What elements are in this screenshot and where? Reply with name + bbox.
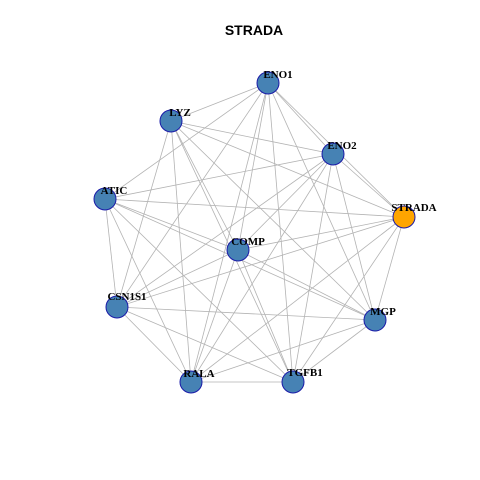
- edge-atic-comp: [104, 198, 239, 251]
- node-label-eno1: ENO1: [263, 69, 292, 81]
- edge-strada-comp: [237, 216, 405, 251]
- edge-strada-mgp: [374, 216, 405, 321]
- edge-lyz-rala: [170, 120, 192, 383]
- edge-eno1-eno2: [267, 82, 334, 155]
- node-lyz[interactable]: [159, 109, 183, 133]
- edge-eno2-csn1s1: [116, 153, 334, 308]
- edge-comp-rala: [190, 249, 239, 383]
- node-comp[interactable]: [226, 238, 250, 262]
- node-label-csn1s1: CSN1S1: [107, 291, 146, 303]
- edge-atic-strada: [104, 198, 405, 218]
- edge-comp-csn1s1: [116, 249, 239, 308]
- edge-layer: [104, 82, 405, 383]
- edge-eno1-rala: [190, 82, 269, 383]
- edge-comp-mgp: [237, 249, 376, 321]
- edge-eno1-mgp: [267, 82, 376, 321]
- edge-lyz-strada: [170, 120, 405, 218]
- edge-comp-tgfb1: [237, 249, 294, 383]
- node-mgp[interactable]: [363, 308, 387, 332]
- edge-strada-csn1s1: [116, 216, 405, 308]
- edge-lyz-mgp: [170, 120, 376, 321]
- node-label-tgfb1: TGFB1: [287, 367, 322, 379]
- edge-mgp-rala: [190, 319, 376, 383]
- edge-strada-tgfb1: [292, 216, 405, 383]
- edge-eno1-tgfb1: [267, 82, 294, 383]
- edge-eno2-atic: [104, 153, 334, 200]
- edge-eno1-comp: [237, 82, 269, 251]
- edge-eno1-csn1s1: [116, 82, 269, 308]
- edge-eno2-rala: [190, 153, 334, 383]
- graph-title: STRADA: [225, 22, 283, 38]
- node-layer: [93, 71, 416, 394]
- edge-eno1-lyz: [170, 82, 269, 122]
- node-rala[interactable]: [179, 370, 203, 394]
- edge-csn1s1-tgfb1: [116, 306, 294, 383]
- edge-eno2-comp: [237, 153, 334, 251]
- node-strada[interactable]: [392, 205, 416, 229]
- edge-lyz-comp: [170, 120, 239, 251]
- edge-csn1s1-rala: [116, 306, 192, 383]
- edge-eno2-tgfb1: [292, 153, 334, 383]
- node-tgfb1[interactable]: [281, 370, 305, 394]
- node-label-rala: RALA: [183, 368, 214, 380]
- edge-eno1-atic: [104, 82, 269, 200]
- edge-lyz-eno2: [170, 120, 334, 155]
- node-label-eno2: ENO2: [327, 140, 357, 152]
- node-label-atic: ATIC: [101, 185, 128, 197]
- edge-csn1s1-mgp: [116, 306, 376, 321]
- edge-atic-tgfb1: [104, 198, 294, 383]
- node-atic[interactable]: [93, 187, 117, 211]
- edge-mgp-tgfb1: [292, 319, 376, 383]
- node-label-strada: STRADA: [391, 202, 436, 214]
- node-eno1[interactable]: [256, 71, 280, 95]
- node-csn1s1[interactable]: [105, 295, 129, 319]
- edge-strada-rala: [190, 216, 405, 383]
- node-label-lyz: LYZ: [169, 107, 191, 119]
- node-label-comp: COMP: [231, 236, 265, 248]
- edge-eno2-mgp: [332, 153, 376, 321]
- edge-atic-rala: [104, 198, 192, 383]
- edge-atic-csn1s1: [104, 198, 118, 308]
- node-label-mgp: MGP: [370, 306, 396, 318]
- node-eno2[interactable]: [321, 142, 345, 166]
- edge-eno2-strada: [332, 153, 405, 218]
